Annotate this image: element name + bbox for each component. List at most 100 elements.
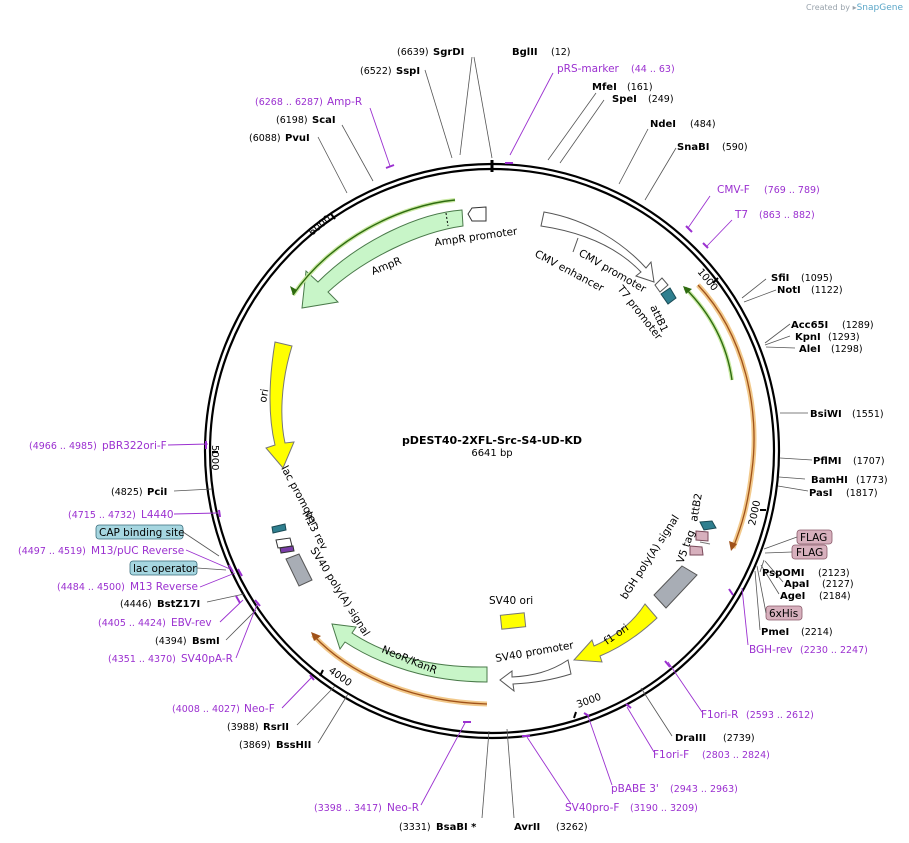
enzyme-sgrdi-pos: (6639) <box>397 47 429 58</box>
primer-m13rev[interactable]: M13 Reverse <box>130 581 198 593</box>
enzyme-pflmi-pos: (1707) <box>853 456 885 467</box>
enzyme-bglii-pos: (12) <box>551 47 571 58</box>
enzyme-mfei[interactable]: MfeI <box>592 82 617 93</box>
enzyme-alei-pos: (1298) <box>831 344 863 355</box>
primer-l4440[interactable]: L4440 <box>141 509 174 521</box>
primer-m13rev-range: (4484 .. 4500) <box>57 582 125 593</box>
primer-f1orif[interactable]: F1ori-F <box>653 749 689 761</box>
primer-prs-marker[interactable]: pRS-marker <box>557 63 620 75</box>
primer-neor[interactable]: Neo-R <box>387 802 419 814</box>
bgh-feature[interactable] <box>653 565 698 609</box>
ampr-feature-arrow[interactable] <box>301 209 464 309</box>
enzyme-pmei[interactable]: PmeI <box>761 627 789 638</box>
tick-5000: 5000 <box>209 445 220 470</box>
enzyme-snabi-pos: (590) <box>722 142 748 153</box>
enzyme-ndei[interactable]: NdeI <box>650 119 676 130</box>
cap-binding-box[interactable]: CAP binding site <box>99 527 185 539</box>
attb1-feature[interactable] <box>660 287 677 305</box>
enzyme-spei[interactable]: SpeI <box>612 94 637 105</box>
primer-sv40par-range: (4351 .. 4370) <box>108 654 176 665</box>
enzyme-bamhi-pos: (1773) <box>856 475 888 486</box>
enzyme-avrii[interactable]: AvrII <box>514 822 540 833</box>
enzyme-pspomi[interactable]: PspOMI <box>762 568 804 579</box>
ampr-promoter-arrow[interactable] <box>467 206 487 222</box>
flag-box-2[interactable]: FLAG <box>796 547 823 559</box>
enzyme-labels: (6639) SgrDI BglII (12) (6522) SspI MfeI… <box>111 47 888 833</box>
primer-m13puc-range: (4497 .. 4519) <box>18 546 86 557</box>
enzyme-bsmi[interactable]: BsmI <box>192 636 220 647</box>
enzyme-bsshii[interactable]: BssHII <box>276 740 311 751</box>
cmv-enhancer-arrow[interactable] <box>540 211 655 283</box>
enzyme-pasi-pos: (1817) <box>846 488 878 499</box>
enzyme-sgrdi[interactable]: SgrDI <box>433 47 464 58</box>
credit-brand: SnapGene <box>856 3 903 13</box>
enzyme-bsiwi[interactable]: BsiWI <box>810 409 842 420</box>
sv40-promoter-label: SV40 promoter <box>494 639 575 665</box>
flag-box-1[interactable]: FLAG <box>800 532 827 544</box>
enzyme-bstz17i[interactable]: BstZ17I <box>157 599 200 610</box>
enzyme-alei[interactable]: AleI <box>799 344 821 355</box>
enzyme-bsabi[interactable]: BsaBI * <box>436 822 477 833</box>
tick-3000: 3000 <box>575 692 603 711</box>
lac-promoter-label: lac promoter <box>278 464 320 530</box>
enzyme-noti-pos: (1122) <box>811 285 843 296</box>
ori-feature-arrow[interactable] <box>265 341 295 469</box>
enzyme-draiii[interactable]: DraIII <box>675 733 706 744</box>
primer-m13puc[interactable]: M13/pUC Reverse <box>91 545 184 557</box>
tick-6000: 6000 <box>307 214 334 239</box>
attb2-feature[interactable] <box>699 520 717 531</box>
primer-leader-lines <box>167 72 749 806</box>
enzyme-scai[interactable]: ScaI <box>312 115 336 126</box>
enzyme-acc65i[interactable]: Acc65I <box>791 320 828 331</box>
lac-operator-feature[interactable] <box>279 545 295 554</box>
lac-operator-box[interactable]: lac operator <box>133 563 197 575</box>
enzyme-pmei-pos: (2214) <box>801 627 833 638</box>
sv40-ori-feature[interactable] <box>499 612 527 630</box>
enzyme-mfei-pos: (161) <box>627 82 653 93</box>
enzyme-scai-pos: (6198) <box>276 115 308 126</box>
enzyme-snabi[interactable]: SnaBI <box>677 142 709 153</box>
primer-neor-range: (3398 .. 3417) <box>314 803 382 814</box>
flag-feature-1[interactable] <box>695 530 709 542</box>
enzyme-draiii-pos: (2739) <box>723 733 755 744</box>
primer-f1orir[interactable]: F1ori-R <box>701 709 738 721</box>
enzyme-agei[interactable]: AgeI <box>780 591 805 602</box>
primer-ampr[interactable]: Amp-R <box>327 96 362 108</box>
enzyme-apai[interactable]: ApaI <box>784 579 809 590</box>
enzyme-bamhi[interactable]: BamHI <box>811 475 848 486</box>
primer-pbabe3[interactable]: pBABE 3' <box>611 783 659 795</box>
t7-promoter-arrow[interactable] <box>654 277 669 293</box>
enzyme-pcii-pos: (4825) <box>111 487 143 498</box>
primer-f1orir-range: (2593 .. 2612) <box>746 710 814 721</box>
enzyme-pvui[interactable]: PvuI <box>285 133 310 144</box>
enzyme-pcii[interactable]: PciI <box>147 487 167 498</box>
f1ori-feature-arrow[interactable] <box>572 603 658 663</box>
sv40pa-feature[interactable] <box>285 553 313 587</box>
enzyme-sspi[interactable]: SspI <box>396 66 420 77</box>
enzyme-pvui-pos: (6088) <box>249 133 281 144</box>
enzyme-sfii[interactable]: SfiI <box>771 273 789 284</box>
neokan-feature-arrow[interactable] <box>331 623 488 683</box>
enzyme-bsshii-pos: (3869) <box>239 740 271 751</box>
primer-neof[interactable]: Neo-F <box>244 703 275 715</box>
primer-bghrev[interactable]: BGH-rev <box>749 644 793 656</box>
v5-feature[interactable] <box>689 545 704 556</box>
snapgene-credit: Created by ▸SnapGene <box>806 3 903 13</box>
enzyme-bsiwi-pos: (1551) <box>852 409 884 420</box>
primer-sv40par[interactable]: SV40pA-R <box>181 653 233 665</box>
ori-label: ori <box>257 388 271 404</box>
enzyme-pflmi[interactable]: PflMI <box>813 456 841 467</box>
enzyme-rsrii[interactable]: RsrII <box>263 722 289 733</box>
plasmid-name: pDEST40-2XFL-Src-S4-UD-KD <box>402 434 582 447</box>
primer-sv40prof[interactable]: SV40pro-F <box>565 802 619 814</box>
primer-ebvrev[interactable]: EBV-rev <box>171 617 212 629</box>
primer-prs-marker-range: (44 .. 63) <box>631 64 675 75</box>
enzyme-noti[interactable]: NotI <box>777 285 801 296</box>
primer-pbr322orif[interactable]: pBR322ori-F <box>102 440 167 452</box>
his-box[interactable]: 6xHis <box>769 608 798 620</box>
primer-t7[interactable]: T7 <box>734 209 748 221</box>
enzyme-pasi[interactable]: PasI <box>809 488 832 499</box>
enzyme-bglii[interactable]: BglII <box>512 47 538 58</box>
enzyme-kpni[interactable]: KpnI <box>795 332 821 343</box>
primer-cmvf[interactable]: CMV-F <box>717 184 750 196</box>
